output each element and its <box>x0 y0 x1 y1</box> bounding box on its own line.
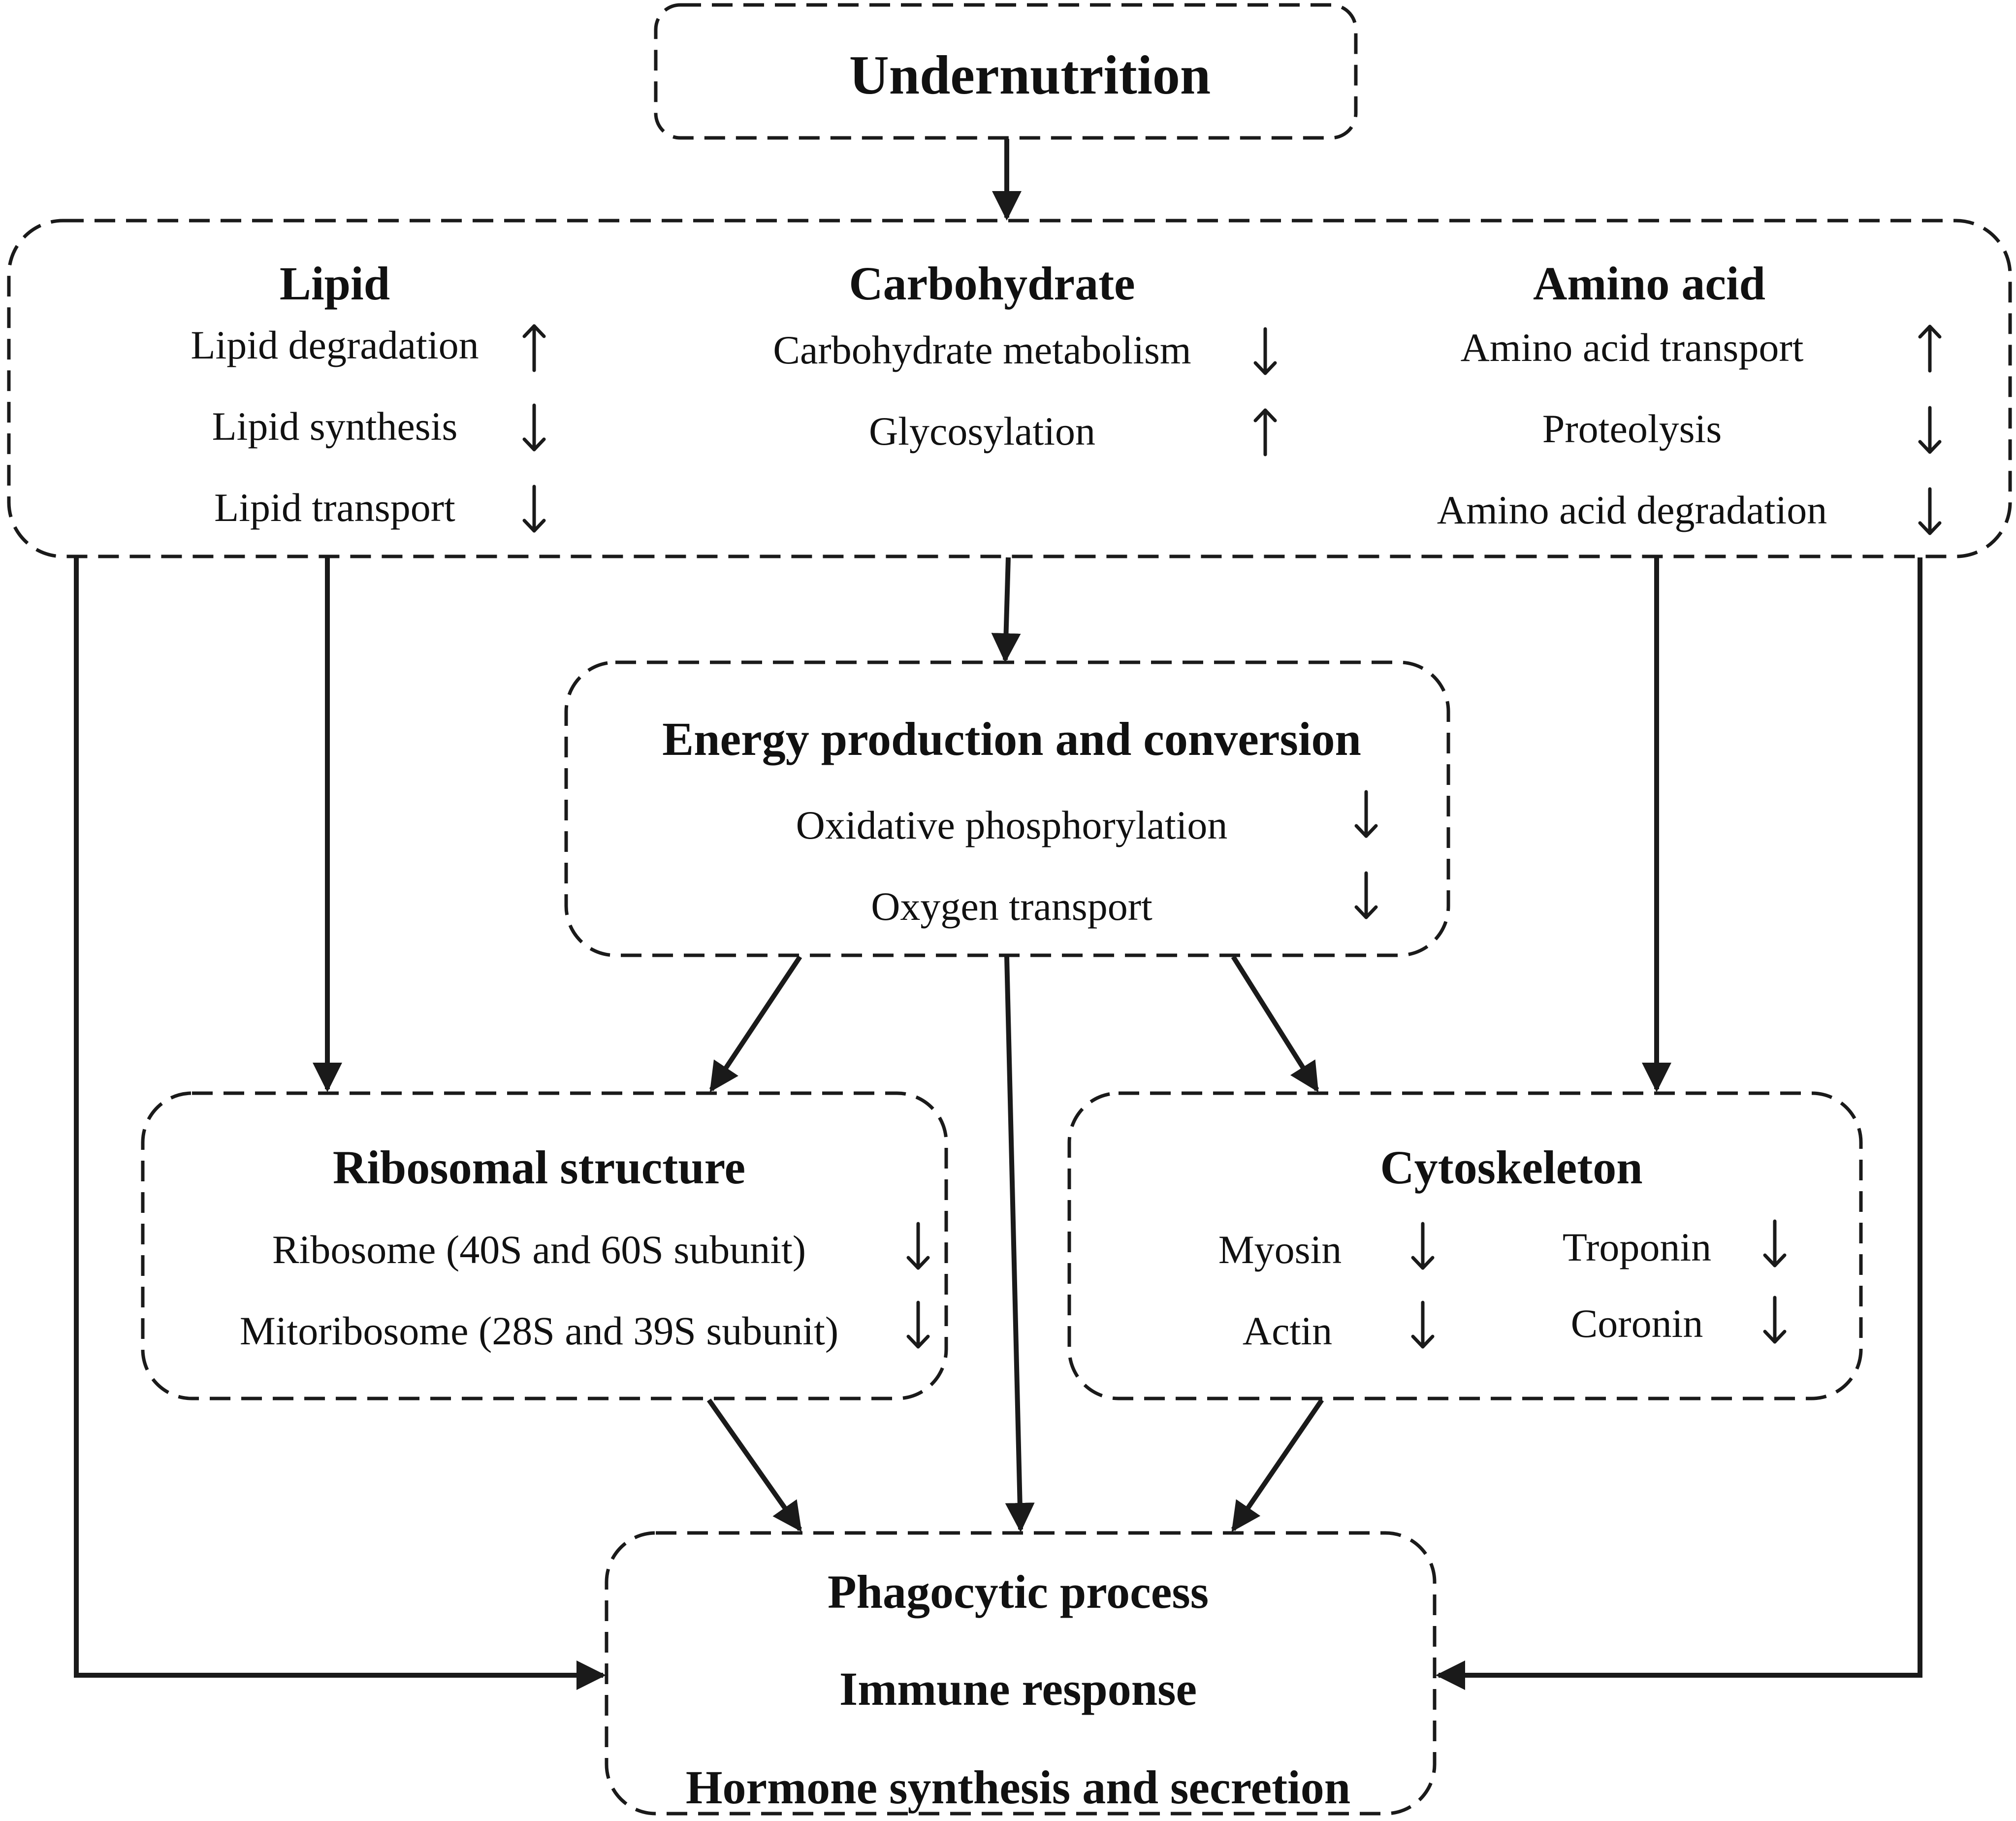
connector-arrow <box>991 557 1021 663</box>
energy-node: Energy production and conversion Oxidati… <box>564 660 1450 957</box>
undernutrition-box <box>654 3 1358 140</box>
up-arrow-icon <box>522 324 546 372</box>
lipid-group: Lipid Lipid degradation Lipid synthesis … <box>191 257 546 533</box>
down-arrow-icon <box>1763 1296 1787 1344</box>
down-arrow-icon <box>1354 871 1378 919</box>
connector-arrow <box>1231 1398 1324 1532</box>
ribosomal-item-label: Ribosome (40S and 60S subunit) <box>272 1227 806 1272</box>
down-arrow-icon <box>522 403 546 452</box>
cytoskeleton-item-label: Coronin <box>1571 1301 1703 1346</box>
down-arrow-icon <box>1253 327 1277 375</box>
amino-acid-item-label: Amino acid degradation <box>1437 488 1827 532</box>
carbohydrate-title: Carbohydrate <box>849 257 1135 310</box>
undernutrition-node: Undernutrition <box>654 3 1358 140</box>
down-arrow-icon <box>1763 1219 1787 1268</box>
down-arrow-icon <box>1411 1301 1435 1349</box>
ribosomal-box <box>141 1091 948 1400</box>
down-arrow-icon <box>1918 487 1942 535</box>
connector-arrow <box>1231 955 1319 1093</box>
lipid-item-label: Lipid transport <box>214 485 455 530</box>
amino-acid-item-label: Amino acid transport <box>1461 325 1804 370</box>
connector-arrow <box>709 955 802 1092</box>
energy-item-label: Oxygen transport <box>871 884 1152 929</box>
ribosomal-item-label: Mitoribosome (28S and 39S subunit) <box>240 1308 838 1353</box>
lipid-title: Lipid <box>280 257 390 310</box>
cytoskeleton-node: Cytoskeleton Myosin Actin Troponin Coron… <box>1067 1091 1863 1400</box>
outcome-immune-label: Immune response <box>839 1662 1197 1715</box>
amino-acid-item-label: Proteolysis <box>1542 406 1722 451</box>
connector-arrow <box>1436 557 1922 1690</box>
up-arrow-icon <box>1918 325 1942 373</box>
down-arrow-icon <box>522 485 546 533</box>
amino-acid-group: Amino acid Amino acid transport Proteoly… <box>1437 257 1942 535</box>
carbohydrate-group: Carbohydrate Carbohydrate metabolism Gly… <box>773 257 1277 456</box>
connector-arrow <box>1004 956 1035 1532</box>
down-arrow-icon <box>906 1222 930 1270</box>
carbohydrate-item-label: Glycosylation <box>869 409 1095 454</box>
ribosomal-title: Ribosomal structure <box>333 1141 745 1194</box>
lipid-item-label: Lipid synthesis <box>212 404 458 449</box>
connectors <box>74 139 1922 1690</box>
amino-acid-title: Amino acid <box>1533 257 1765 310</box>
energy-title: Energy production and conversion <box>662 713 1361 765</box>
lipid-item-label: Lipid degradation <box>191 323 479 367</box>
connector-arrow <box>74 557 606 1690</box>
outcome-box <box>605 1531 1437 1816</box>
carbohydrate-item-label: Carbohydrate metabolism <box>773 327 1191 372</box>
metabolism-node: Lipid Lipid degradation Lipid synthesis … <box>7 219 2012 558</box>
energy-item-label: Oxidative phosphorylation <box>796 803 1228 847</box>
down-arrow-icon <box>1918 406 1942 454</box>
ribosomal-node: Ribosomal structure Ribosome (40S and 60… <box>141 1091 948 1400</box>
cytoskeleton-item-label: Myosin <box>1218 1227 1342 1272</box>
outcome-hormone-label: Hormone synthesis and secretion <box>686 1761 1350 1814</box>
outcome-node: Phagocytic process Immune response Hormo… <box>605 1531 1437 1816</box>
cytoskeleton-title: Cytoskeleton <box>1380 1141 1642 1194</box>
down-arrow-icon <box>1354 790 1378 838</box>
cytoskeleton-item-label: Actin <box>1243 1308 1332 1353</box>
connector-arrow <box>706 1398 802 1532</box>
cytoskeleton-item-label: Troponin <box>1563 1225 1711 1269</box>
outcome-phagocytic-label: Phagocytic process <box>828 1565 1209 1618</box>
undernutrition-title: Undernutrition <box>849 45 1211 106</box>
down-arrow-icon <box>1411 1222 1435 1270</box>
up-arrow-icon <box>1253 408 1277 456</box>
cytoskeleton-box <box>1067 1091 1863 1400</box>
metabolism-box <box>7 219 2012 558</box>
down-arrow-icon <box>906 1301 930 1349</box>
